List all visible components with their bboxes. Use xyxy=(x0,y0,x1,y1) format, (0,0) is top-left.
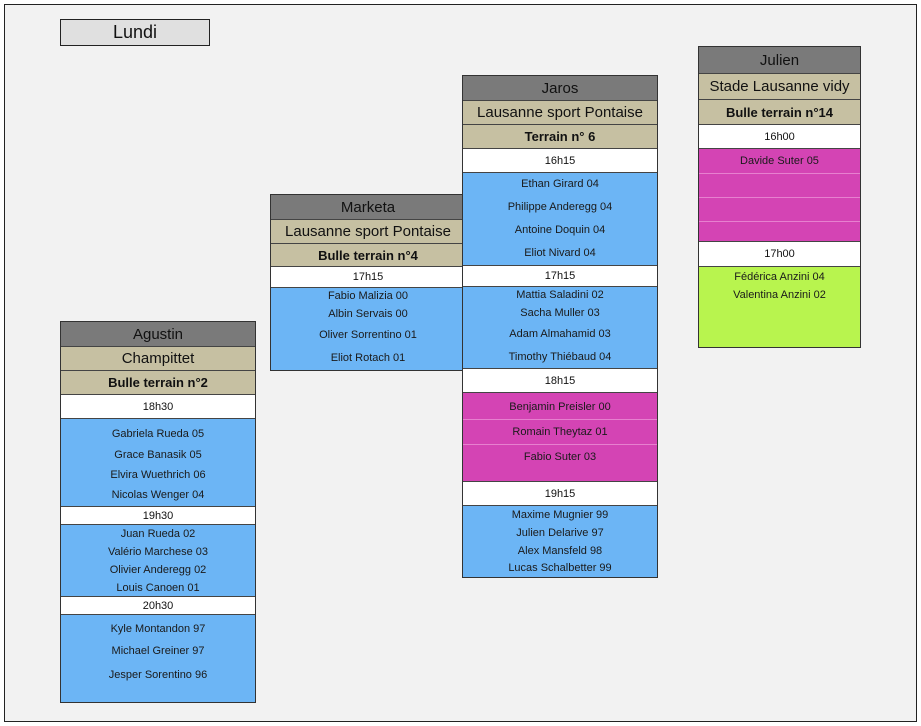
venue-name: Champittet xyxy=(61,347,255,371)
session-time: 16h15 xyxy=(463,149,657,173)
player-name: Oliver Sorrentino 01 xyxy=(319,329,417,341)
player-name: Ethan Girard 04 xyxy=(521,178,599,190)
session-players: Ethan Girard 04 Philippe Anderegg 04 Ant… xyxy=(463,173,657,266)
player-name: Romain Theytaz 01 xyxy=(463,420,657,445)
player-name: Maxime Mugnier 99 xyxy=(511,509,609,521)
player-name: Mattia Saladini 02 xyxy=(516,289,604,301)
column-julien: Julien Stade Lausanne vidy Bulle terrain… xyxy=(698,46,861,348)
player-name: Gabriela Rueda 05 xyxy=(111,428,205,440)
player-name: Valério Marchese 03 xyxy=(107,546,209,558)
session-time: 20h30 xyxy=(61,597,255,615)
session-players: Juan Rueda 02 Valério Marchese 03 Olivie… xyxy=(61,525,255,597)
coach-name: Julien xyxy=(699,47,860,74)
session-time: 16h00 xyxy=(699,125,860,149)
session-players: Maxime Mugnier 99 Julien Delarive 97 Ale… xyxy=(463,506,657,577)
session-time: 17h15 xyxy=(463,266,657,287)
coach-name: Agustin xyxy=(61,322,255,347)
player-name: Fabio Suter 03 xyxy=(523,451,597,463)
player-name: Adam Almahamid 03 xyxy=(509,328,611,340)
player-name: Eliot Nivard 04 xyxy=(524,247,596,259)
player-name: Fédérica Anzini 04 xyxy=(734,271,825,283)
player-name: Louis Canoen 01 xyxy=(116,582,200,594)
player-name: Kyle Montandon 97 xyxy=(110,623,206,635)
player-name: Benjamin Preisler 00 xyxy=(463,395,657,420)
player-name: Sacha Muller 03 xyxy=(520,307,600,319)
session-players: Gabriela Rueda 05 Grace Banasik 05 Elvir… xyxy=(61,419,255,507)
player-name: Jesper Sorentino 96 xyxy=(108,669,208,681)
venue-name: Lausanne sport Pontaise xyxy=(271,220,465,244)
empty-slot xyxy=(699,198,860,222)
player-name: Antoine Doquin 04 xyxy=(514,224,606,236)
coach-name: Marketa xyxy=(271,195,465,220)
session-players: Fédérica Anzini 04 Valentina Anzini 02 xyxy=(699,267,860,347)
session-time: 19h15 xyxy=(463,482,657,506)
player-name: Fabio Malizia 00 xyxy=(327,290,409,302)
session-time: 18h15 xyxy=(463,369,657,393)
column-jaros: Jaros Lausanne sport Pontaise Terrain n°… xyxy=(462,75,658,578)
venue-name: Lausanne sport Pontaise xyxy=(463,101,657,125)
player-name: Albin Servais 00 xyxy=(328,308,408,320)
session-players: Mattia Saladini 02 Sacha Muller 03 Adam … xyxy=(463,287,657,369)
player-name: Alex Mansfeld 98 xyxy=(517,545,603,557)
session-time: 17h00 xyxy=(699,242,860,267)
empty-slot xyxy=(699,222,860,245)
pitch-name: Bulle terrain n°2 xyxy=(61,371,255,395)
empty-slot xyxy=(699,174,860,198)
player-name: Timothy Thiébaud 04 xyxy=(508,351,612,363)
player-name: Olivier Anderegg 02 xyxy=(109,564,207,576)
player-name: Elvira Wuethrich 06 xyxy=(110,469,206,481)
session-time: 17h15 xyxy=(271,267,465,288)
player-name: Philippe Anderegg 04 xyxy=(507,201,613,213)
player-name: Grace Banasik 05 xyxy=(114,449,202,461)
player-name: Michael Greiner 97 xyxy=(111,645,205,657)
player-name: Davide Suter 05 xyxy=(699,149,860,174)
venue-name: Stade Lausanne vidy xyxy=(699,74,860,100)
player-name: Eliot Rotach 01 xyxy=(330,352,406,364)
session-time: 19h30 xyxy=(61,507,255,525)
player-name: Nicolas Wenger 04 xyxy=(111,489,205,501)
player-name: Julien Delarive 97 xyxy=(516,527,604,539)
session-players: Kyle Montandon 97 Michael Greiner 97 Jes… xyxy=(61,615,255,702)
day-label: Lundi xyxy=(60,19,210,46)
column-agustin: Agustin Champittet Bulle terrain n°2 18h… xyxy=(60,321,256,703)
session-time: 18h30 xyxy=(61,395,255,419)
pitch-name: Terrain n° 6 xyxy=(463,125,657,149)
pitch-name: Bulle terrain n°4 xyxy=(271,244,465,267)
player-name: Valentina Anzini 02 xyxy=(733,289,826,301)
session-players: Benjamin Preisler 00 Romain Theytaz 01 F… xyxy=(463,393,657,482)
pitch-name: Bulle terrain n°14 xyxy=(699,100,860,125)
session-players: Davide Suter 05 xyxy=(699,149,860,242)
coach-name: Jaros xyxy=(463,76,657,101)
player-name: Juan Rueda 02 xyxy=(120,528,196,540)
player-name: Lucas Schalbetter 99 xyxy=(508,562,612,574)
session-players: Fabio Malizia 00 Albin Servais 00 Oliver… xyxy=(271,288,465,370)
column-marketa: Marketa Lausanne sport Pontaise Bulle te… xyxy=(270,194,466,371)
